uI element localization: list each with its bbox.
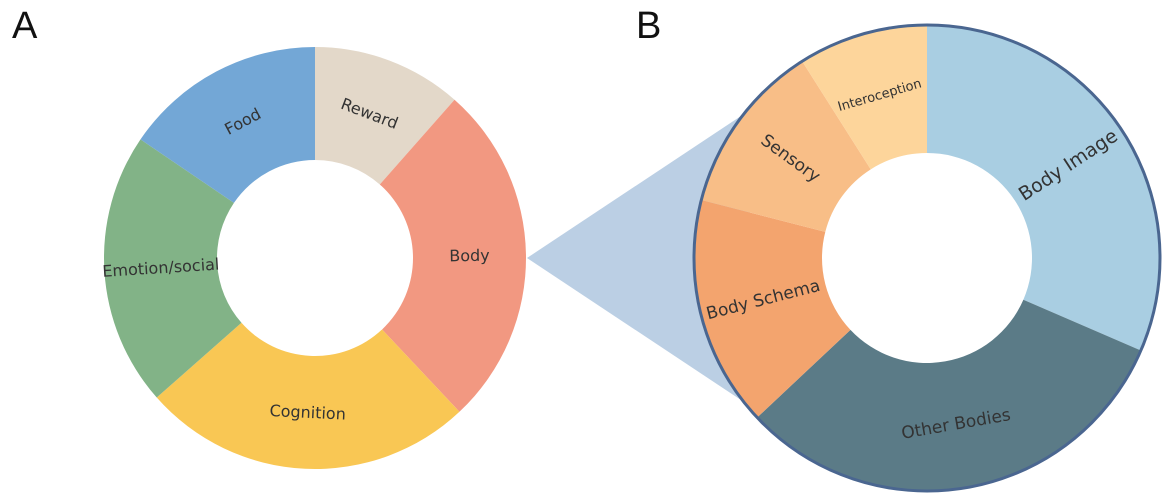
label-body: Body <box>449 246 490 266</box>
zoom-connector <box>527 110 750 406</box>
outer-outline <box>692 23 1162 493</box>
slice-body-schema <box>694 200 851 418</box>
slice-other-bodies <box>757 299 1141 491</box>
label-cognition: Cognition <box>269 401 346 424</box>
slice-cognition <box>156 322 460 470</box>
slice-body-image <box>927 25 1160 351</box>
panel-letter-b: B <box>636 5 661 47</box>
panel-letter-a: A <box>12 5 38 47</box>
slice-interoception <box>802 24 927 170</box>
slice-emotion-social <box>103 139 242 398</box>
slice-body <box>379 99 526 412</box>
slice-reward <box>315 47 455 185</box>
slice-food <box>140 46 315 203</box>
slice-sensory <box>701 61 871 232</box>
